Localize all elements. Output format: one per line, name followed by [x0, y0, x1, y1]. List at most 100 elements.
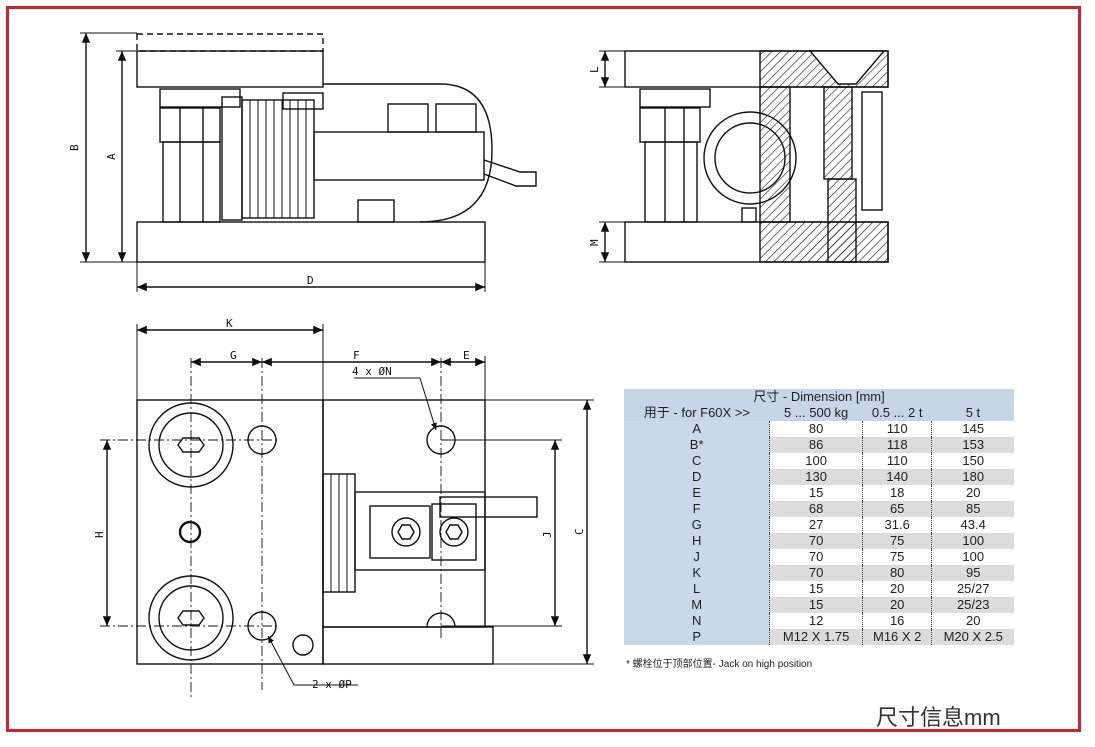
table-cell: 65 — [861, 501, 932, 517]
table-cell: 12 — [769, 613, 863, 629]
table-cell: 180 — [931, 469, 1014, 485]
table-cell: M12 X 1.75 — [769, 629, 863, 645]
loadcell-body — [313, 131, 485, 181]
footnote: * 螺栓位于顶部位置- Jack on high position — [626, 659, 813, 670]
table-cell: 80 — [861, 565, 932, 581]
table-cell: 20 — [861, 581, 932, 597]
table-cell: 70 — [769, 565, 863, 581]
page-frame — [6, 6, 1081, 732]
table-cell: 43.4 — [931, 517, 1014, 533]
dim-label-n: 4 x ØN — [352, 365, 392, 378]
row-label: B* — [624, 437, 770, 453]
table-cell: 80 — [769, 421, 863, 437]
row-label: D — [624, 469, 770, 485]
row-label: K — [624, 565, 770, 581]
cable — [483, 159, 537, 187]
row-label: F — [624, 501, 770, 517]
plan-loadcell — [369, 505, 431, 559]
dim-label-l: L — [588, 66, 601, 73]
row-label: L — [624, 581, 770, 597]
row-label: H — [624, 533, 770, 549]
table-cell: 70 — [769, 533, 863, 549]
dim-label-h: H — [93, 531, 106, 538]
table-cell: 153 — [931, 437, 1014, 453]
loadcell-end — [221, 96, 243, 221]
table-cell: 20 — [861, 597, 932, 613]
table-cell: 86 — [769, 437, 863, 453]
rocker-ring — [703, 111, 797, 205]
base-plate — [136, 221, 486, 263]
table-cell: 100 — [931, 549, 1014, 565]
table-cell: 100 — [769, 453, 863, 469]
table-cell: 27 — [769, 517, 863, 533]
dim-label-k: K — [226, 317, 233, 330]
table-cell: 130 — [769, 469, 863, 485]
dim-label-d: D — [307, 274, 314, 287]
top-view — [100, 324, 594, 700]
table-cell: 110 — [861, 453, 932, 469]
dim-label-p: 2 x ØP — [312, 678, 352, 691]
table-cell: 25/27 — [931, 581, 1014, 597]
table-cell: 68 — [769, 501, 863, 517]
dim-label-f: F — [353, 349, 360, 362]
table-cell: 110 — [861, 421, 932, 437]
side-view — [80, 32, 537, 292]
table-cell: 118 — [861, 437, 932, 453]
table-cell: 20 — [931, 613, 1014, 629]
dim-label-b: B — [68, 144, 81, 151]
plan-base-tab — [322, 626, 494, 665]
row-label: G — [624, 517, 770, 533]
row-label: M — [624, 597, 770, 613]
table-cell: 145 — [931, 421, 1014, 437]
table-title: 尺寸 - Dimension [mm] — [624, 389, 1014, 405]
table-cell: M20 X 2.5 — [931, 629, 1014, 645]
cover-arc — [323, 83, 493, 223]
dimension-table: 尺寸 - Dimension [mm] 用于 - for F60X >>5 ..… — [624, 389, 1014, 645]
row-label: J — [624, 549, 770, 565]
table-cell: 75 — [861, 549, 932, 565]
bottom-nut — [357, 199, 395, 223]
section-view — [599, 50, 889, 263]
dim-label-j: J — [541, 531, 554, 538]
spring-washers — [159, 88, 241, 108]
table-cell: 16 — [861, 613, 932, 629]
top-bolt-head — [282, 92, 324, 110]
table-cell: 85 — [931, 501, 1014, 517]
table-cell: 20 — [931, 485, 1014, 501]
table-cell: 25/23 — [931, 597, 1014, 613]
column-header: 0.5 ... 2 t — [862, 405, 932, 421]
table-cell: 100 — [931, 533, 1014, 549]
table-cell: 75 — [861, 533, 932, 549]
bellows — [241, 99, 315, 219]
table-cell: 140 — [861, 469, 932, 485]
table-cell: 15 — [769, 485, 863, 501]
row-label: P — [624, 629, 770, 645]
table-cell: 15 — [769, 581, 863, 597]
row-label: N — [624, 613, 770, 629]
column-header: 5 t — [931, 405, 1014, 421]
column-header: 5 ... 500 kg — [769, 405, 863, 421]
dim-label-g: G — [230, 349, 237, 362]
table-cell: 31.6 — [861, 517, 932, 533]
top-plate — [136, 50, 324, 88]
dim-label-m: M — [588, 239, 601, 246]
table-cell: 150 — [931, 453, 1014, 469]
hex-nut — [159, 107, 221, 143]
row-label: A — [624, 421, 770, 437]
footer-caption: 尺寸信息mm — [876, 705, 1001, 730]
